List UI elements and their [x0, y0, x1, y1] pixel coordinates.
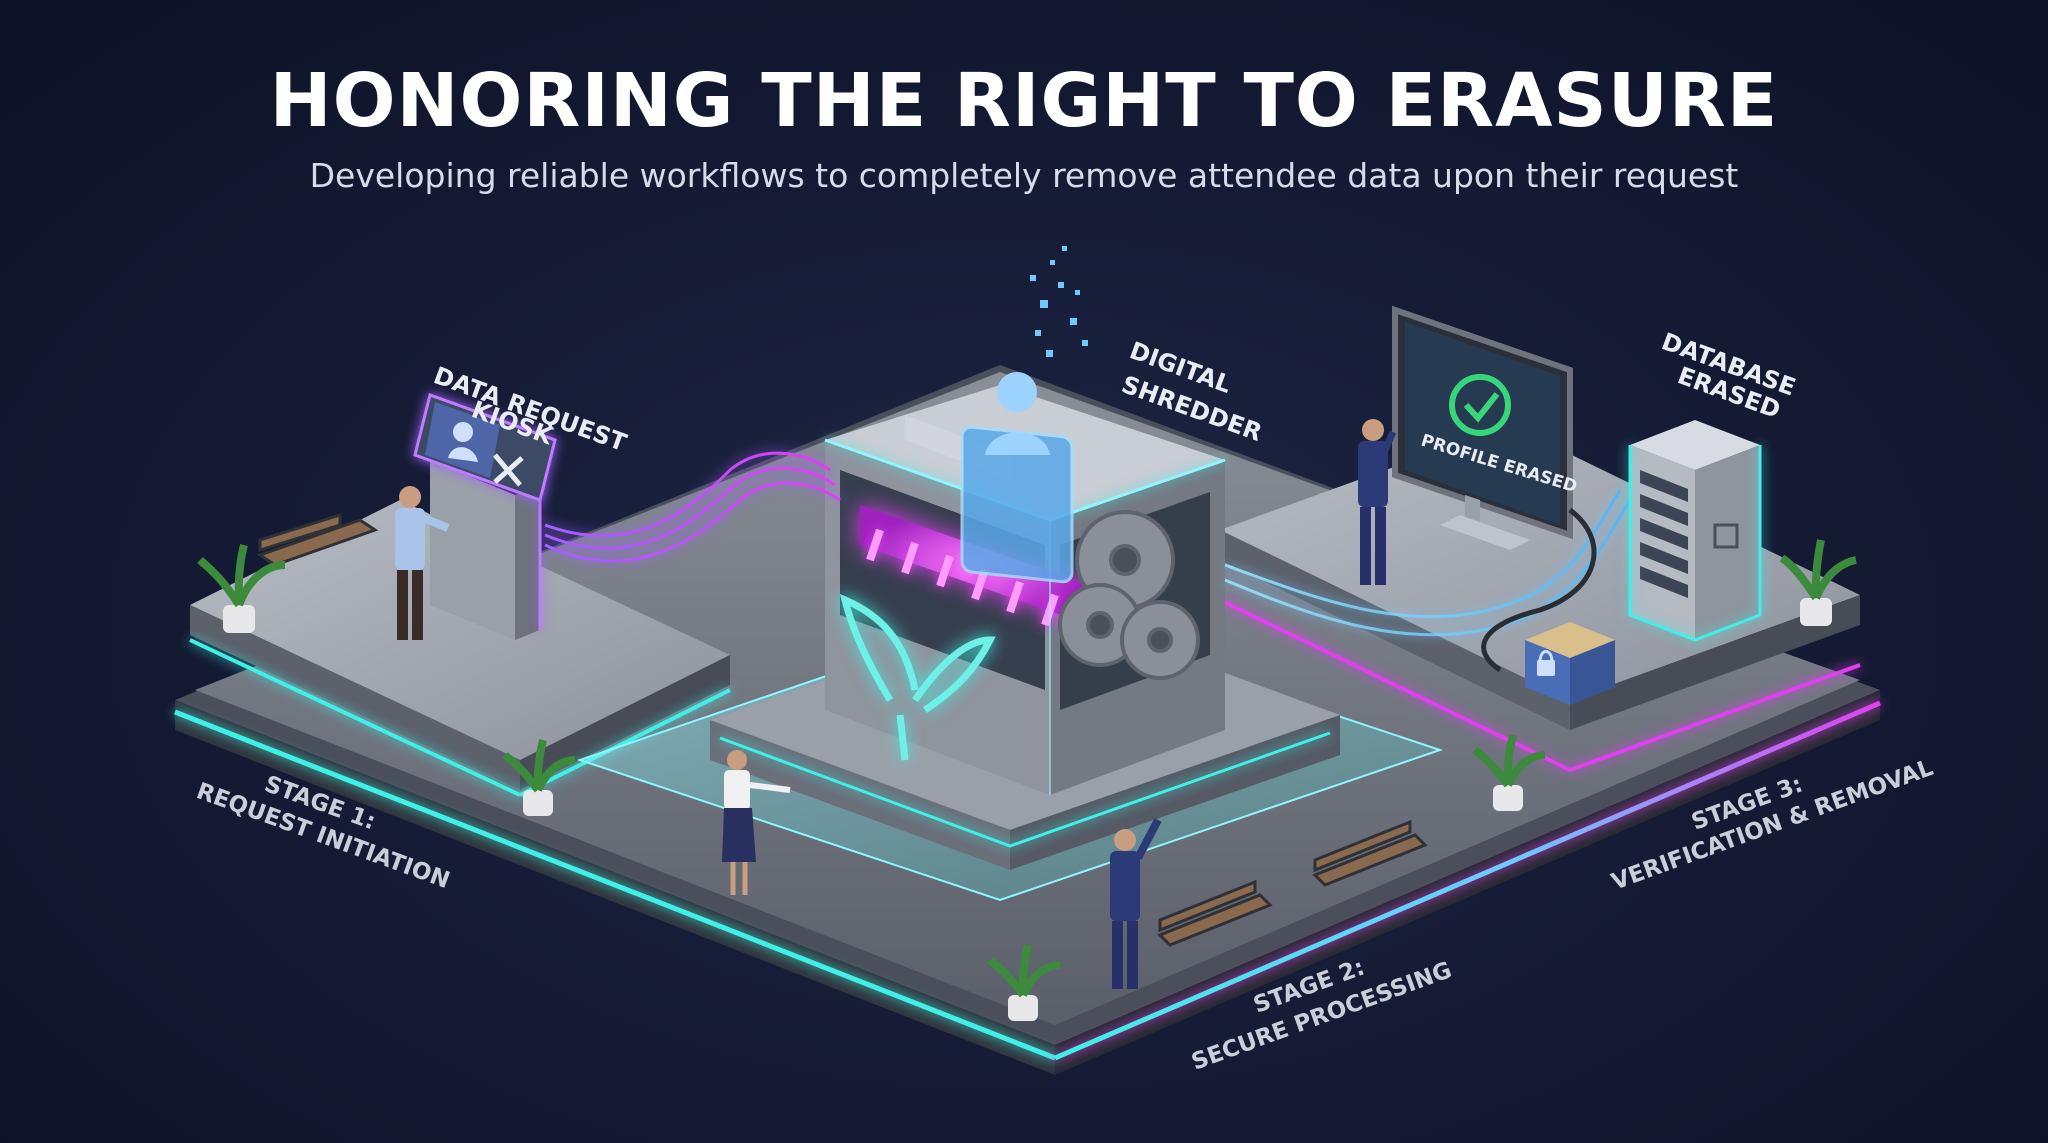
winged-emblem: [839, 594, 996, 761]
database-rack: [1628, 420, 1762, 642]
lock-icon: [1537, 660, 1555, 676]
check-circle-icon: [1449, 374, 1511, 436]
person-pointing: [1110, 818, 1162, 989]
digital-shredder: [824, 385, 1226, 795]
page-subtitle: Developing reliable workflows to complet…: [309, 156, 1739, 195]
data-stream-kiosk: [544, 451, 841, 563]
page-title: HONORING THE RIGHT TO ERASURE: [269, 58, 1779, 144]
bench: [1157, 879, 1273, 947]
locked-box: [1525, 622, 1615, 705]
person-woman: [722, 750, 791, 895]
data-request-kiosk: [413, 393, 557, 640]
label-database: DATABASE ERASED: [1658, 327, 1799, 424]
gears: [1058, 510, 1200, 680]
potted-plant: [987, 944, 1061, 1021]
person-at-monitor: [1358, 419, 1397, 585]
profile-avatar-icon: [997, 372, 1037, 412]
potted-plant: [1779, 539, 1857, 626]
potted-plant: [197, 543, 286, 633]
profile-erased-monitor: PROFILE ERASED: [1392, 305, 1579, 550]
potted-plant: [502, 739, 576, 816]
data-particles: [1030, 246, 1088, 357]
bench: [1312, 819, 1428, 887]
cable: [1481, 508, 1597, 673]
bench: [256, 512, 379, 567]
person-at-kiosk: [395, 486, 450, 640]
potted-plant: [1472, 734, 1546, 811]
delete-x-icon: [493, 453, 524, 487]
profile-card: [905, 372, 1074, 584]
user-icon: [453, 422, 473, 442]
